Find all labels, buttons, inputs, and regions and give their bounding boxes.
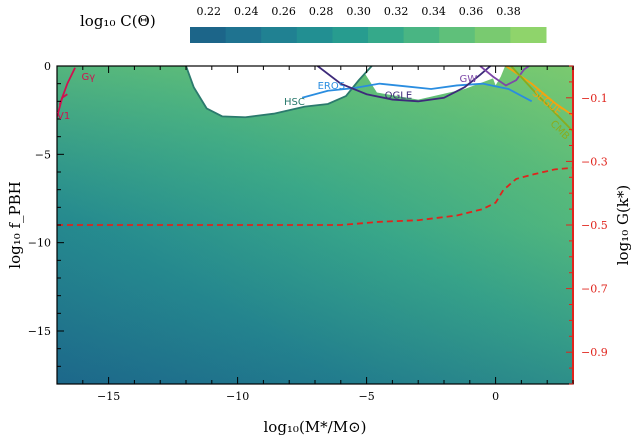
constraint-label-eros: EROS [318,81,346,92]
y-axis-right: −0.1 −0.3 −0.5 −0.7 −0.9 [566,65,608,385]
colorbar-tick-label: 0.24 [234,5,259,18]
heatmap-shading [57,66,573,384]
constraint-curves [57,66,573,132]
colorbar-tick-label: 0.34 [421,5,446,18]
y-tick-label: −15 [28,325,51,338]
y-axis-right-title: log₁₀ G(k*) [614,185,632,266]
colorbar-segment [261,27,298,43]
constraint-curve-hsc [185,66,373,119]
y-right-tick-label: −0.3 [581,155,608,168]
y-right-tick-label: −0.9 [581,346,608,359]
constraint-label-v1: V1 [57,111,70,122]
colorbar-segment [368,27,405,43]
colorbar-tick-label: 0.30 [346,5,371,18]
colorbar-tick-label: 0.28 [309,5,334,18]
heatmap-field [57,66,573,384]
x-tick-label: 0 [492,390,499,403]
colorbar-tick-label: 0.22 [196,5,221,18]
colorbar-segment [225,27,262,43]
x-tick-label: −15 [97,390,120,403]
colorbar-tick-label: 0.32 [384,5,409,18]
excluded-region-secondary [360,66,506,100]
colorbar-segment [403,27,440,43]
y-axis-title: log₁₀ f_PBH [6,181,24,268]
constraint-curve-v1 [57,93,68,118]
y-right-tick-label: −0.1 [581,92,608,105]
y-right-tick-label: −0.7 [581,283,608,296]
colorbar-label: log₁₀ C(Θ) [80,12,156,30]
colorbar-tick-label: 0.38 [496,5,521,18]
constraint-label-ogle: OGLE [385,91,413,102]
y-right-tick-label: −0.5 [581,219,608,232]
x-tick-label: −10 [226,390,249,403]
colorbar-tick-label: 0.26 [271,5,296,18]
y-tick-label: 0 [44,60,51,73]
colorbar-segment [190,27,227,43]
x-axis: −15 −10 −5 0 [56,66,574,403]
x-tick-label: −5 [358,390,374,403]
constraint-curve-cmb [510,66,573,132]
constraint-label-hsc: HSC [284,97,305,108]
constraint-curve-gw [479,66,530,87]
colorbar: 0.22 0.24 0.26 0.28 0.30 0.32 0.34 0.36 0.38 [190,5,547,43]
constraint-label-gγ: Gγ [82,72,96,83]
colorbar-segment [332,27,369,43]
constraint-curve-ogle [317,66,492,103]
y-axis-left: 0 −5 −10 −15 [28,60,64,385]
excluded-region [186,66,372,118]
y-tick-label: −10 [28,237,51,250]
y-tick-label: −5 [35,148,51,161]
colorbar-segment [510,27,547,43]
constraint-curve-eros [301,82,533,103]
x-axis-title: log₁₀(M*/M⊙) [263,418,366,436]
colorbar-tick-label: 0.36 [459,5,484,18]
colorbar-segment [296,27,333,43]
colorbar-segment [439,27,476,43]
constraint-label-gw: GW [459,74,477,85]
g-k-dashed-line [57,166,573,226]
colorbar-segment [474,27,511,43]
